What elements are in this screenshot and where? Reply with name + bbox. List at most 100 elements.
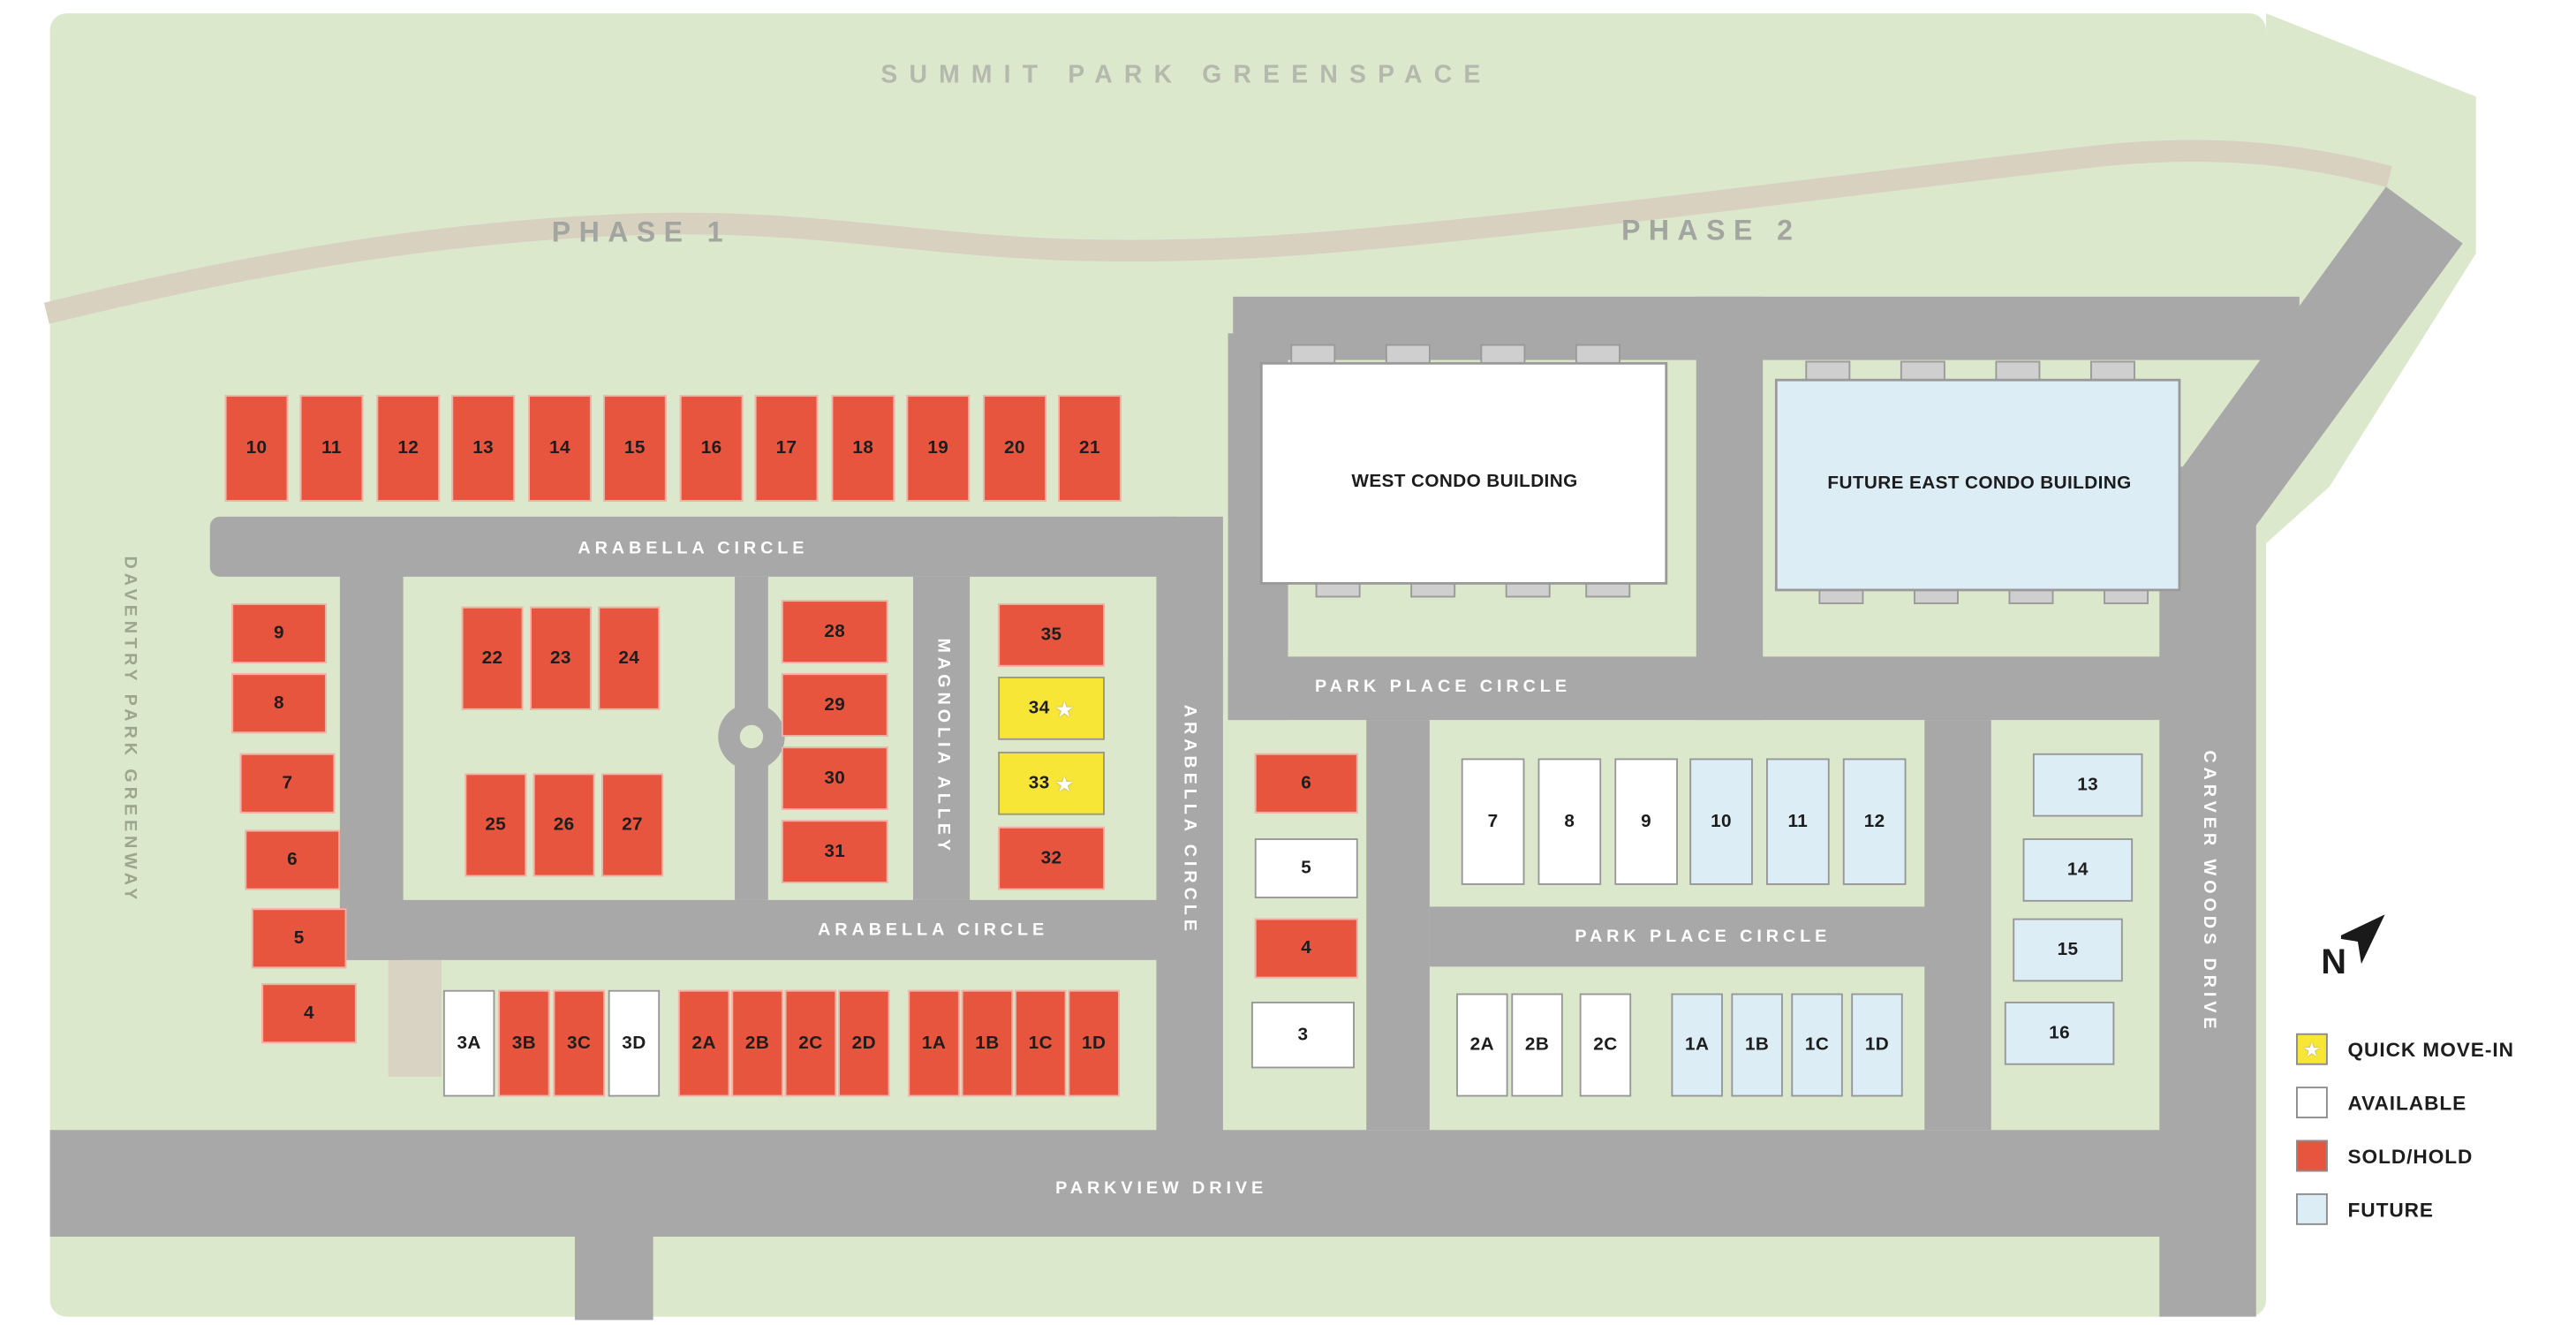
lot-phase1-9[interactable]: 9 <box>231 603 327 663</box>
lot-phase1-2A[interactable]: 2A <box>677 989 730 1097</box>
lot-phase1-35[interactable]: 35 <box>998 603 1105 667</box>
lot-phase2-9[interactable]: 9 <box>1614 758 1679 885</box>
lot-number: 20 <box>1004 438 1025 458</box>
lot-phase1-30[interactable]: 30 <box>781 746 888 810</box>
lot-phase1-15[interactable]: 15 <box>603 395 667 502</box>
lot-phase1-22[interactable]: 22 <box>461 606 524 710</box>
lot-phase1-19[interactable]: 19 <box>906 395 971 502</box>
lot-phase2-8[interactable]: 8 <box>1537 758 1602 885</box>
street-label-magnolia-alley: MAGNOLIA ALLEY <box>933 638 954 856</box>
lot-phase1-11[interactable]: 11 <box>299 395 364 502</box>
lot-number: 2A <box>691 1033 716 1054</box>
lot-phase2-4[interactable]: 4 <box>1254 918 1358 979</box>
lot-phase1-24[interactable]: 24 <box>598 606 661 710</box>
lot-number: 2D <box>851 1033 876 1054</box>
lot-number: 35 <box>1040 625 1062 646</box>
lot-phase1-20[interactable]: 20 <box>983 395 1046 502</box>
road-arabella-circle-lower <box>339 899 1187 960</box>
lot-phase2-14[interactable]: 14 <box>2022 838 2134 902</box>
lot-phase1-17[interactable]: 17 <box>754 395 819 502</box>
road-park-place-circle-upper <box>1228 656 2192 721</box>
lot-number: 12 <box>397 438 419 458</box>
lot-phase1-31[interactable]: 31 <box>781 820 888 884</box>
west-condo-building-label[interactable]: WEST CONDO BUILDING <box>1351 471 1578 492</box>
lot-phase2-2A[interactable]: 2A <box>1456 993 1508 1097</box>
lot-phase1-2B[interactable]: 2B <box>731 989 783 1097</box>
lot-phase1-26[interactable]: 26 <box>533 773 595 877</box>
lot-phase1-32[interactable]: 32 <box>998 826 1105 890</box>
lot-phase2-13[interactable]: 13 <box>2032 753 2143 817</box>
lot-phase1-6[interactable]: 6 <box>245 829 340 890</box>
lot-phase1-13[interactable]: 13 <box>451 395 516 502</box>
lot-number: 11 <box>1787 811 1809 832</box>
lot-phase1-14[interactable]: 14 <box>528 395 592 502</box>
west-condo-footprint[interactable] <box>1259 361 1668 585</box>
lot-phase1-23[interactable]: 23 <box>530 606 592 710</box>
lot-number: 33 <box>1028 773 1050 794</box>
lot-phase1-3D[interactable]: 3D <box>608 989 661 1097</box>
lot-phase1-8[interactable]: 8 <box>231 673 327 734</box>
lot-phase1-27[interactable]: 27 <box>601 773 663 877</box>
lot-phase2-1D[interactable]: 1D <box>1851 993 1903 1097</box>
lot-number: 1C <box>1028 1033 1053 1054</box>
greenspace-trail <box>43 140 2392 324</box>
lot-phase2-7[interactable]: 7 <box>1461 758 1525 885</box>
street-label-parkview-drive: PARKVIEW DRIVE <box>1055 1177 1268 1199</box>
lot-phase2-10[interactable]: 10 <box>1689 758 1753 885</box>
legend-label: AVAILABLE <box>2347 1090 2467 1115</box>
lot-phase2-3[interactable]: 3 <box>1250 1001 1355 1069</box>
lot-number: 15 <box>623 438 646 458</box>
lot-phase1-34[interactable]: 34★ <box>998 677 1105 740</box>
lot-phase2-1C[interactable]: 1C <box>1791 993 1843 1097</box>
lot-phase1-4[interactable]: 4 <box>261 983 357 1044</box>
lot-phase2-11[interactable]: 11 <box>1766 758 1830 885</box>
lot-phase1-21[interactable]: 21 <box>1058 395 1122 502</box>
lot-phase2-1B[interactable]: 1B <box>1731 993 1783 1097</box>
lot-phase1-3B[interactable]: 3B <box>498 989 550 1097</box>
lot-phase2-6[interactable]: 6 <box>1254 753 1358 814</box>
lot-phase2-2C[interactable]: 2C <box>1579 993 1632 1097</box>
future-east-condo-building[interactable] <box>1774 360 2181 604</box>
lot-phase1-2D[interactable]: 2D <box>838 989 890 1097</box>
lot-number: 14 <box>2066 859 2089 881</box>
lot-phase2-15[interactable]: 15 <box>2013 918 2123 982</box>
lot-phase1-18[interactable]: 18 <box>831 395 895 502</box>
lot-phase1-7[interactable]: 7 <box>239 753 336 814</box>
east-condo-building-label[interactable]: FUTURE EAST CONDO BUILDING <box>1827 473 2132 494</box>
west-condo-building[interactable] <box>1259 344 1668 598</box>
lot-phase2-5[interactable]: 5 <box>1254 838 1358 898</box>
lot-phase2-1A[interactable]: 1A <box>1671 993 1723 1097</box>
lot-phase1-1B[interactable]: 1B <box>961 989 1014 1097</box>
lot-phase1-33[interactable]: 33★ <box>998 751 1105 815</box>
lot-number: 11 <box>321 438 342 458</box>
lot-phase1-5[interactable]: 5 <box>251 908 347 969</box>
lot-phase1-1A[interactable]: 1A <box>908 989 960 1097</box>
lot-number: 5 <box>293 928 305 949</box>
lot-phase1-3C[interactable]: 3C <box>553 989 605 1097</box>
lot-number: 10 <box>246 438 268 458</box>
lot-phase1-1C[interactable]: 1C <box>1015 989 1067 1097</box>
lot-number: 8 <box>274 693 284 714</box>
east-condo-footprint[interactable] <box>1774 378 2181 592</box>
lot-number: 2C <box>798 1033 823 1054</box>
lot-number: 3B <box>511 1033 537 1054</box>
lot-number: 1D <box>1082 1033 1107 1054</box>
lot-number: 19 <box>927 438 949 458</box>
lot-phase1-29[interactable]: 29 <box>781 673 888 737</box>
lot-phase1-10[interactable]: 10 <box>224 395 289 502</box>
lot-number: 9 <box>1641 811 1652 832</box>
road-carver-diagonal <box>2156 186 2463 531</box>
lot-phase1-16[interactable]: 16 <box>679 395 744 502</box>
lot-phase1-12[interactable]: 12 <box>376 395 441 502</box>
road-magnolia-alley <box>912 576 971 900</box>
lot-phase2-2B[interactable]: 2B <box>1511 993 1563 1097</box>
lot-phase1-25[interactable]: 25 <box>465 773 527 877</box>
lot-phase2-12[interactable]: 12 <box>1842 758 1907 885</box>
lot-phase1-28[interactable]: 28 <box>781 600 888 663</box>
lot-phase1-2C[interactable]: 2C <box>784 989 837 1097</box>
lot-phase1-1D[interactable]: 1D <box>1068 989 1120 1097</box>
lot-phase2-16[interactable]: 16 <box>2004 1001 2115 1065</box>
legend-label: SOLD/HOLD <box>2347 1144 2474 1168</box>
lot-phase1-3A[interactable]: 3A <box>442 989 495 1097</box>
